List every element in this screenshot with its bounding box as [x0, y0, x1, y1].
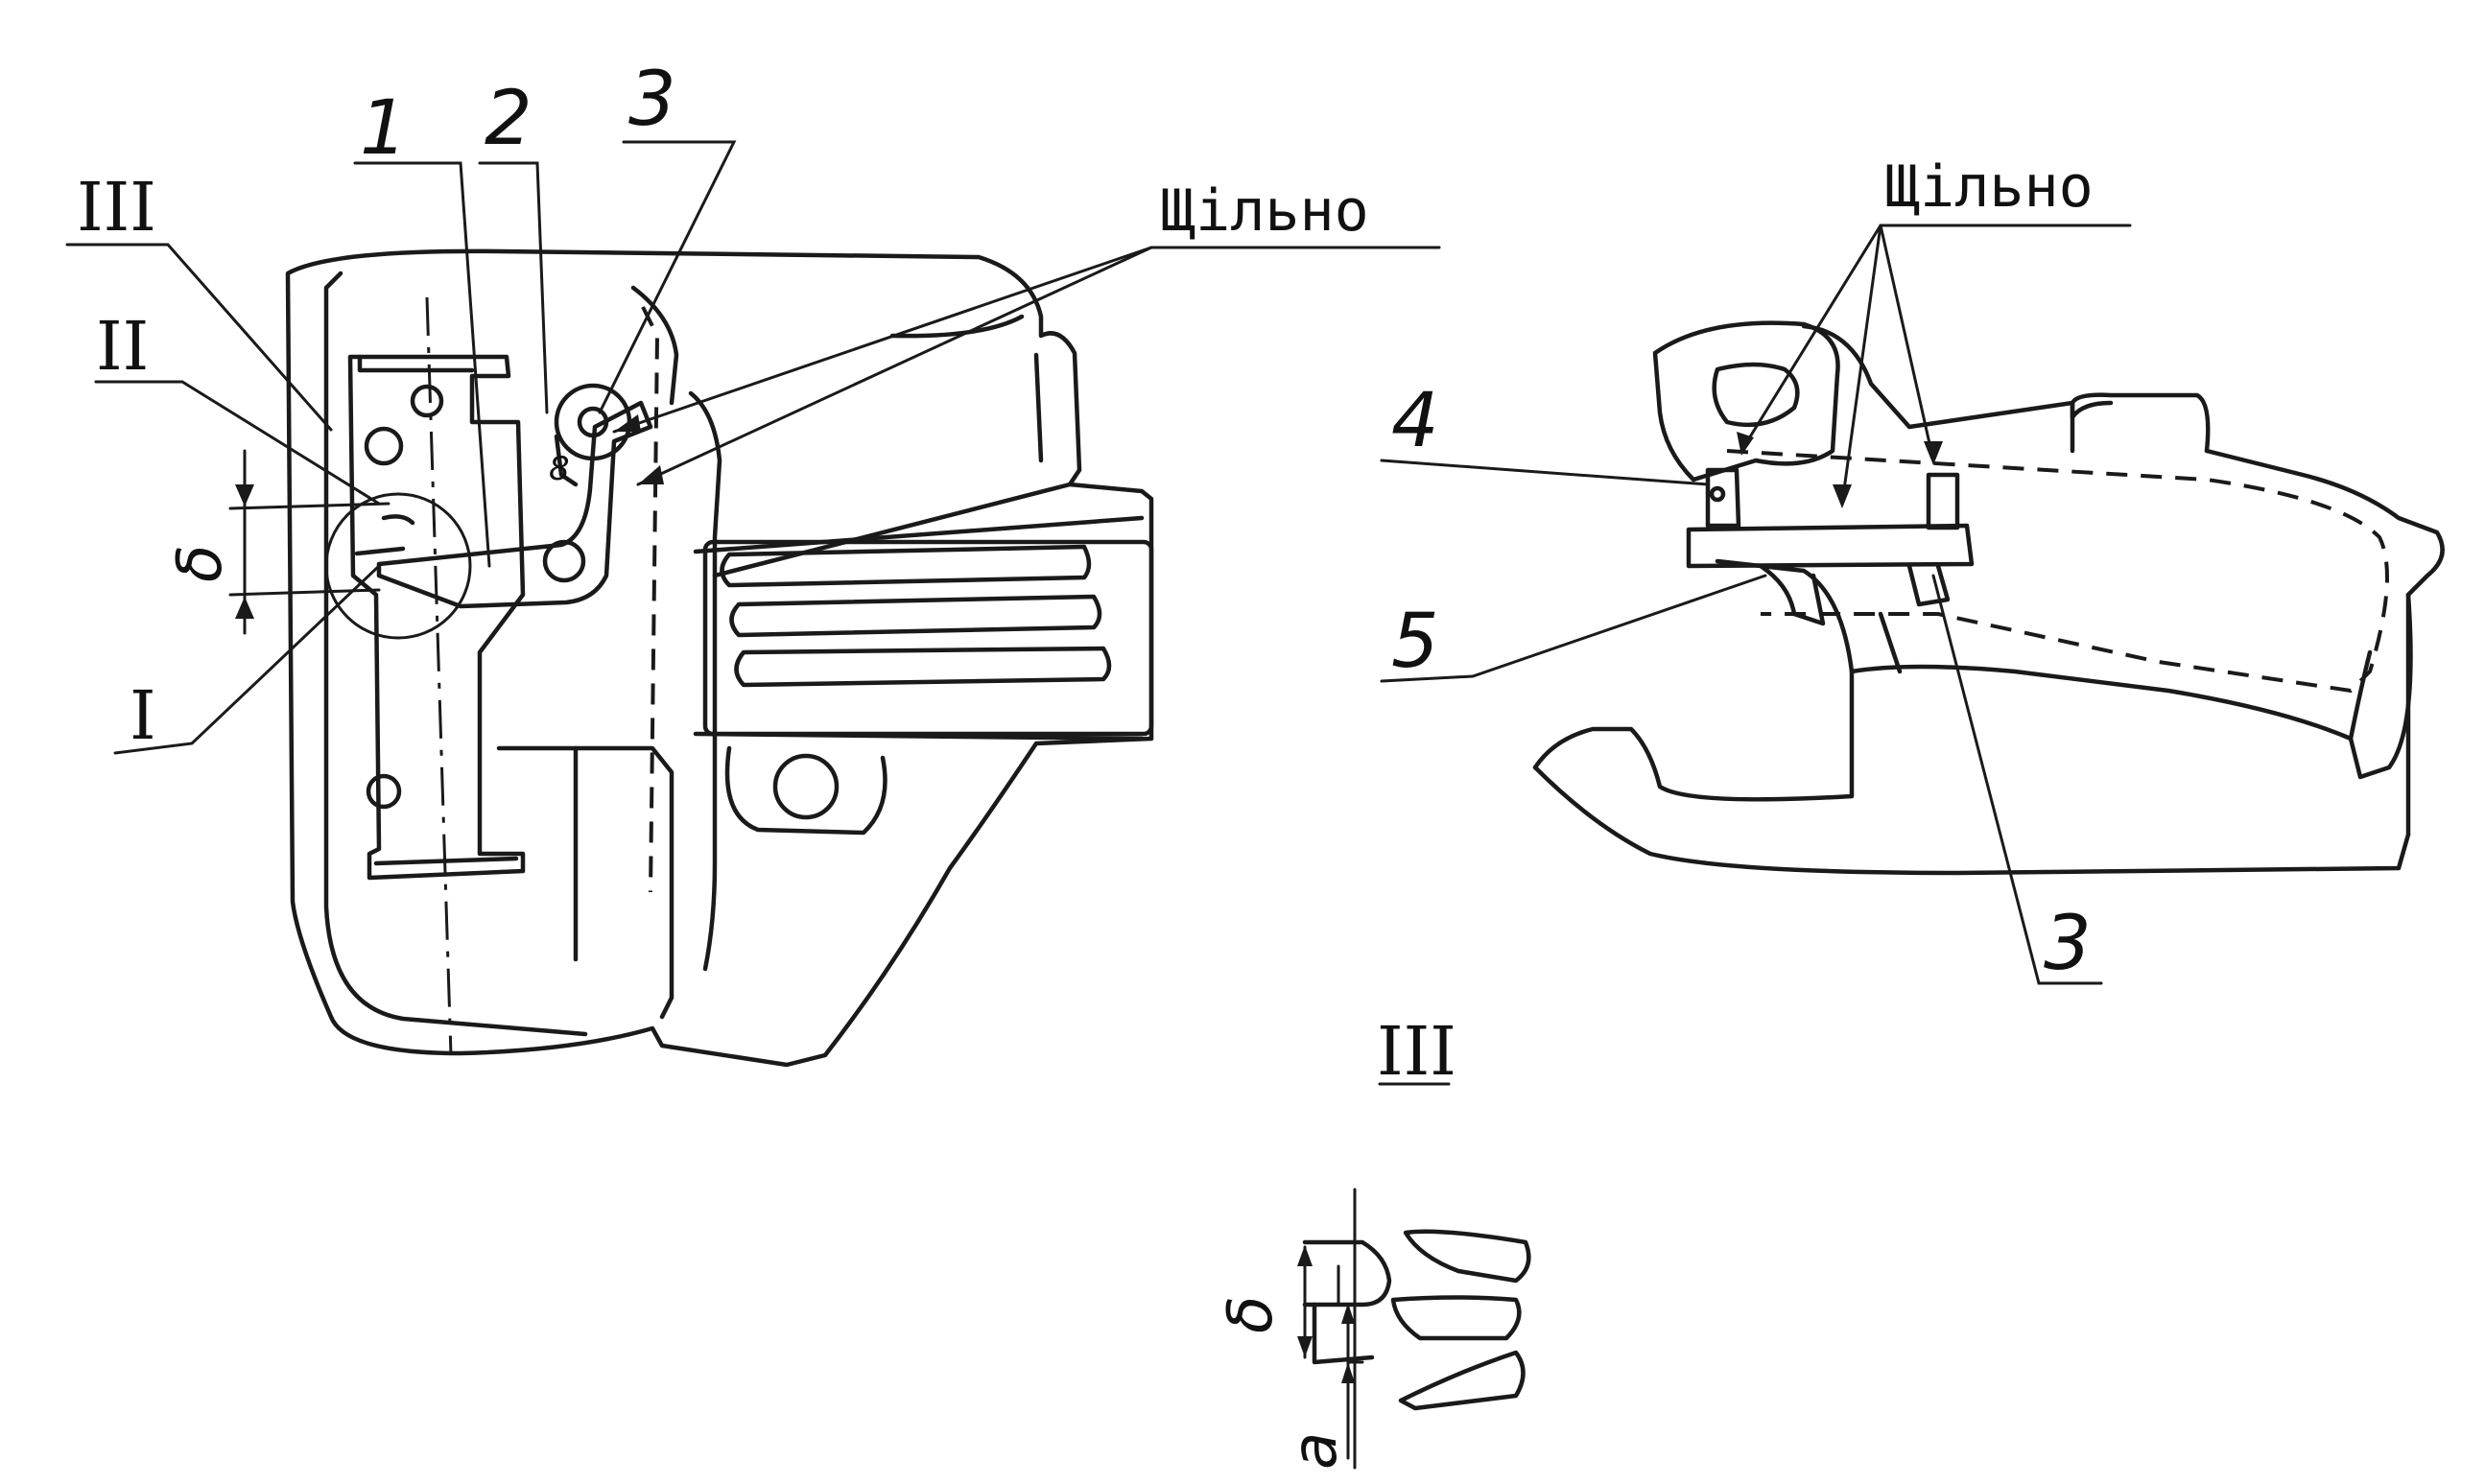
label-view-I: I	[130, 676, 156, 755]
label-part-4: 4	[1391, 378, 1439, 464]
label-tight-right: Щільно	[1885, 153, 2094, 221]
detail-dim-delta: δ	[1216, 1296, 1287, 1333]
detail-III-view	[1297, 1188, 1531, 1470]
label-part-3-right: 3	[2044, 901, 2092, 987]
label-view-II: II	[96, 307, 149, 386]
detail-dim-a: a	[1280, 1432, 1351, 1470]
right-view	[1380, 224, 2445, 985]
label-tight-left: Щільно	[1161, 177, 1369, 245]
svg-text:8: 8	[549, 450, 570, 488]
label-part-2: 2	[485, 76, 532, 162]
label-view-III: III	[77, 168, 156, 247]
left-dim-delta: δ	[165, 545, 236, 582]
label-part-5: 5	[1391, 599, 1439, 685]
label-part-1: 1	[360, 85, 408, 172]
left-view: 8 δ	[65, 140, 1441, 1068]
detail-title: III	[1377, 1012, 1456, 1091]
label-part-3: 3	[628, 57, 676, 143]
